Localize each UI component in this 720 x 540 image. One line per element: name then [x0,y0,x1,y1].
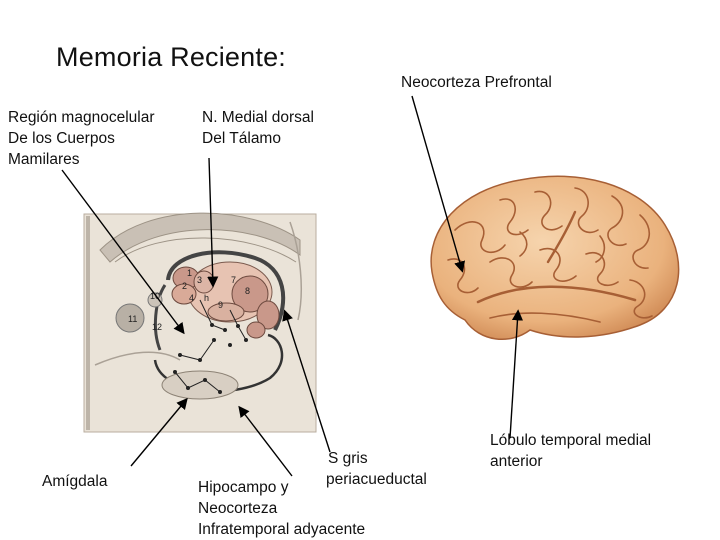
figure-number: 11 [128,314,137,324]
figure-number: 3 [197,275,202,285]
figure-number: 2 [182,281,187,291]
figure-number: h [204,293,209,303]
figure-number: 7 [231,275,236,285]
figure-number: 4 [189,293,194,303]
figure-number: 12 [152,322,162,332]
figure-number: 9 [218,300,223,310]
figure-number: 1 [187,268,192,278]
lateral-brain-illustration [431,176,679,339]
figure-number: 8 [245,286,250,296]
